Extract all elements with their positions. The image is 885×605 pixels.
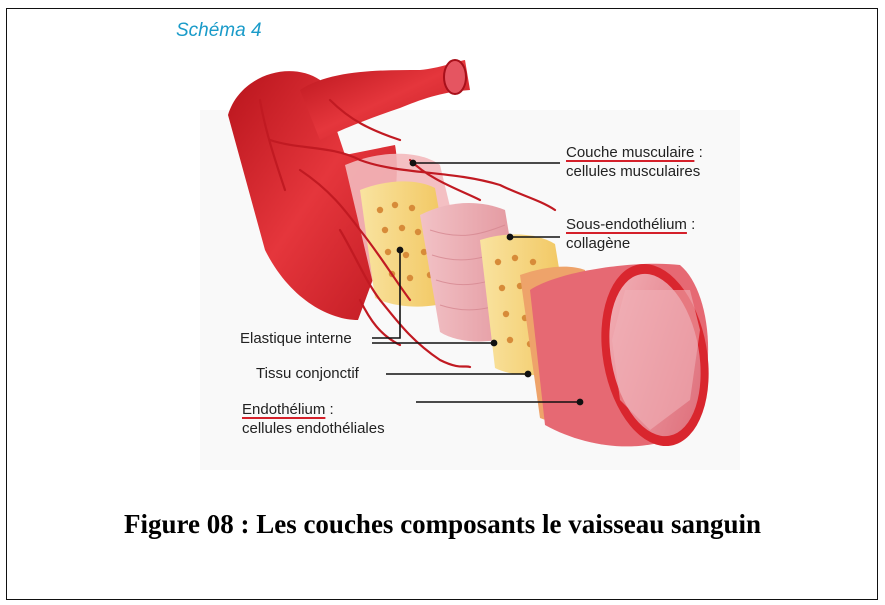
label-elastique-interne: Elastique interne [240,329,352,348]
label-collagene: collagène [566,235,630,252]
label-tissu-conjonctif: Tissu conjonctif [256,364,359,383]
label-endothelium: Endothélium : cellules endothéliales [242,400,385,438]
label-couche-musculaire-colon: : [694,144,702,161]
label-endothelium-title: Endothélium [242,401,325,418]
label-couche-musculaire: Couche musculaire : cellules musculaires [566,143,703,181]
label-sous-endothelium: Sous-endothélium : collagène [566,215,695,253]
figure-caption: Figure 08 : Les couches composants le va… [0,509,885,540]
vessel-lumen [530,255,722,454]
label-sous-endothelium-title: Sous-endothélium [566,216,687,233]
label-endothelium-colon: : [325,401,333,418]
label-sous-endothelium-colon: : [687,216,695,233]
label-cellules-endotheliales: cellules endothéliales [242,420,385,437]
label-couche-musculaire-title: Couche musculaire [566,144,694,161]
label-cellules-musculaires: cellules musculaires [566,163,700,180]
